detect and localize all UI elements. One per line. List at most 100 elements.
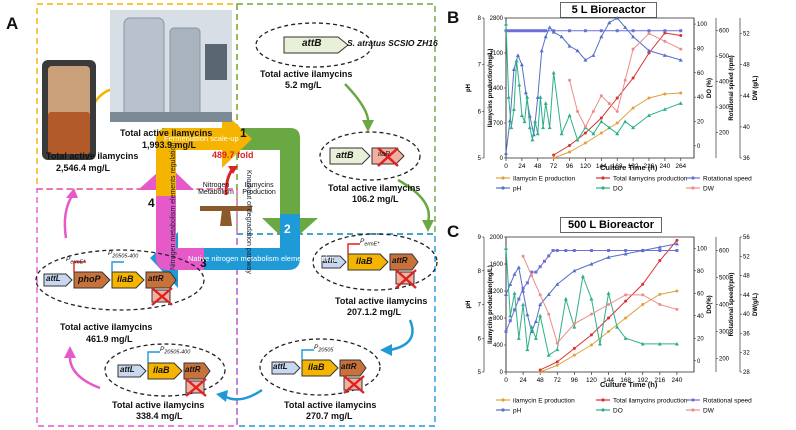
start-value: 5.2 mg/L bbox=[285, 80, 322, 90]
chartC-series-point bbox=[538, 293, 542, 297]
chartB-series-point bbox=[541, 125, 546, 130]
chartC-x-tick-label: 72 bbox=[554, 377, 562, 384]
chartB-series-point bbox=[528, 29, 532, 33]
chartB-legend-marker bbox=[501, 176, 505, 180]
chartB-series-point bbox=[647, 29, 651, 33]
chartB-series-point bbox=[575, 109, 579, 113]
chartB-legend-marker bbox=[691, 186, 695, 190]
chartB-ilamycins-tick-label: 2100 bbox=[490, 51, 504, 57]
chartC-legend-marker bbox=[501, 408, 505, 412]
chartB-series-point bbox=[509, 125, 514, 130]
chartB-series-line-5 bbox=[569, 32, 681, 128]
chartC-DO-tick-label: 80 bbox=[697, 269, 704, 275]
chartC-series-point bbox=[516, 265, 521, 269]
regul2-promoter-a: PermE* bbox=[66, 256, 86, 266]
chartB-series-point bbox=[591, 109, 595, 113]
chartB-series-point bbox=[662, 53, 667, 57]
chartC-rpm-axis-label: Rotational speed(rpm) bbox=[729, 273, 735, 337]
chartC-DW-tick-label: 52 bbox=[743, 254, 750, 260]
mining1-attr-label: attR bbox=[392, 256, 408, 265]
chartB-series-point bbox=[522, 119, 527, 124]
chartB-series-point bbox=[519, 62, 524, 67]
chartB-series-point bbox=[525, 95, 530, 99]
chartC-series-point bbox=[675, 307, 679, 311]
chartB-series-point bbox=[541, 29, 545, 33]
chartC-series-point bbox=[607, 316, 611, 320]
chartC-series-point bbox=[624, 316, 628, 320]
chartC-series-point bbox=[508, 313, 513, 318]
chartC-x-tick-label: 216 bbox=[654, 377, 665, 384]
chartC-DW-tick-label: 40 bbox=[743, 312, 750, 318]
chartC-DW-axis-label: DW(g/L) bbox=[753, 293, 759, 316]
chartC-legend-label: Rotational speed bbox=[703, 398, 752, 405]
chartB-pH-axis-label: pH bbox=[466, 84, 472, 92]
chartC-ilamycins-tick-label: 2000 bbox=[490, 235, 504, 241]
chartC-ilamycins-tick-label: 1600 bbox=[490, 262, 504, 268]
chartC-series-line-5 bbox=[522, 256, 678, 345]
chartC-DO-tick-label: 100 bbox=[697, 246, 708, 252]
regul2-value: 461.9 mg/L bbox=[86, 334, 133, 344]
chartB-series-point bbox=[568, 78, 572, 82]
chartC-series-point bbox=[657, 341, 662, 346]
chartC-series-point bbox=[589, 343, 593, 347]
chartB-series-point bbox=[517, 29, 521, 33]
chartB-series-point bbox=[575, 137, 580, 142]
chartC-series-point bbox=[624, 249, 628, 252]
chartB-series-point bbox=[504, 22, 508, 26]
chartC-series-point bbox=[641, 293, 645, 297]
chartB-series-point bbox=[599, 131, 603, 135]
chartC-legend-marker bbox=[601, 408, 605, 412]
chartB-series-point bbox=[523, 90, 528, 95]
chartB-series-point bbox=[623, 119, 628, 124]
chartB-series-point bbox=[663, 29, 667, 33]
chartB-DW-tick-label: 52 bbox=[743, 32, 750, 38]
regul2-title: Total active ilamycins bbox=[60, 322, 153, 332]
chartC-series-point bbox=[521, 254, 525, 258]
chartB-series-point bbox=[583, 141, 587, 145]
chartC-series-point bbox=[598, 341, 602, 346]
chart-c-xlabel: Culture Time (h) bbox=[600, 380, 658, 389]
chartC-series-point bbox=[658, 303, 662, 306]
chartC-series-point bbox=[512, 291, 517, 295]
mining-label: Native nitrogen metabolism elements mini… bbox=[188, 254, 336, 263]
chartB-series-point bbox=[538, 29, 542, 33]
chartB-series-point bbox=[678, 101, 683, 105]
chartB-series-point bbox=[599, 116, 603, 120]
chartC-series-point bbox=[521, 289, 526, 293]
panel-c-label: C bbox=[447, 222, 460, 241]
chartC-series-point bbox=[624, 293, 628, 297]
chartC-series-point bbox=[658, 259, 662, 263]
chartC-series-point bbox=[508, 319, 512, 323]
chartC-series-point bbox=[641, 303, 645, 306]
chartB-series-point bbox=[575, 48, 580, 53]
chartB-x-tick-label: 144 bbox=[596, 163, 607, 170]
chartB-series-point bbox=[539, 48, 544, 53]
chartC-series-point bbox=[542, 259, 546, 263]
chartB-series-point bbox=[520, 29, 524, 33]
chart-b-xlabel: Culture Time (h) bbox=[600, 163, 658, 172]
chartB-rpm-tick-label: 600 bbox=[719, 29, 730, 35]
chartC-series-point bbox=[504, 330, 508, 333]
chartB-series-point bbox=[551, 30, 556, 34]
nitrogen-metabolism-label: Nitrogen Metabolism bbox=[198, 182, 234, 196]
chartB-series-point bbox=[679, 34, 683, 37]
chartC-series-point bbox=[530, 270, 534, 274]
chartB-series-point bbox=[517, 82, 522, 87]
mining1-title: Total active ilamycins bbox=[335, 296, 428, 306]
chartB-series-point bbox=[599, 119, 604, 124]
chartB-series-point bbox=[535, 131, 540, 136]
chartC-series-point bbox=[547, 312, 551, 316]
chartB-series-point bbox=[507, 29, 511, 33]
chartC-series-point bbox=[564, 249, 568, 252]
chartC-series-point bbox=[572, 353, 576, 357]
chartB-series-point bbox=[623, 78, 627, 82]
chartB-pH-tick-label: 7 bbox=[478, 63, 482, 69]
chartB-series-point bbox=[623, 25, 628, 29]
chartC-legend-marker bbox=[691, 408, 695, 412]
chartC-x-tick-label: 96 bbox=[571, 377, 579, 384]
chartB-legend-marker bbox=[601, 186, 605, 190]
mining2-title: Total active ilamycins bbox=[284, 400, 377, 410]
chartB-ilamycins-tick-label: 700 bbox=[493, 121, 504, 127]
mining2-promoter: P20505 bbox=[314, 344, 334, 354]
chartC-pH-tick-label: 9 bbox=[478, 235, 482, 241]
